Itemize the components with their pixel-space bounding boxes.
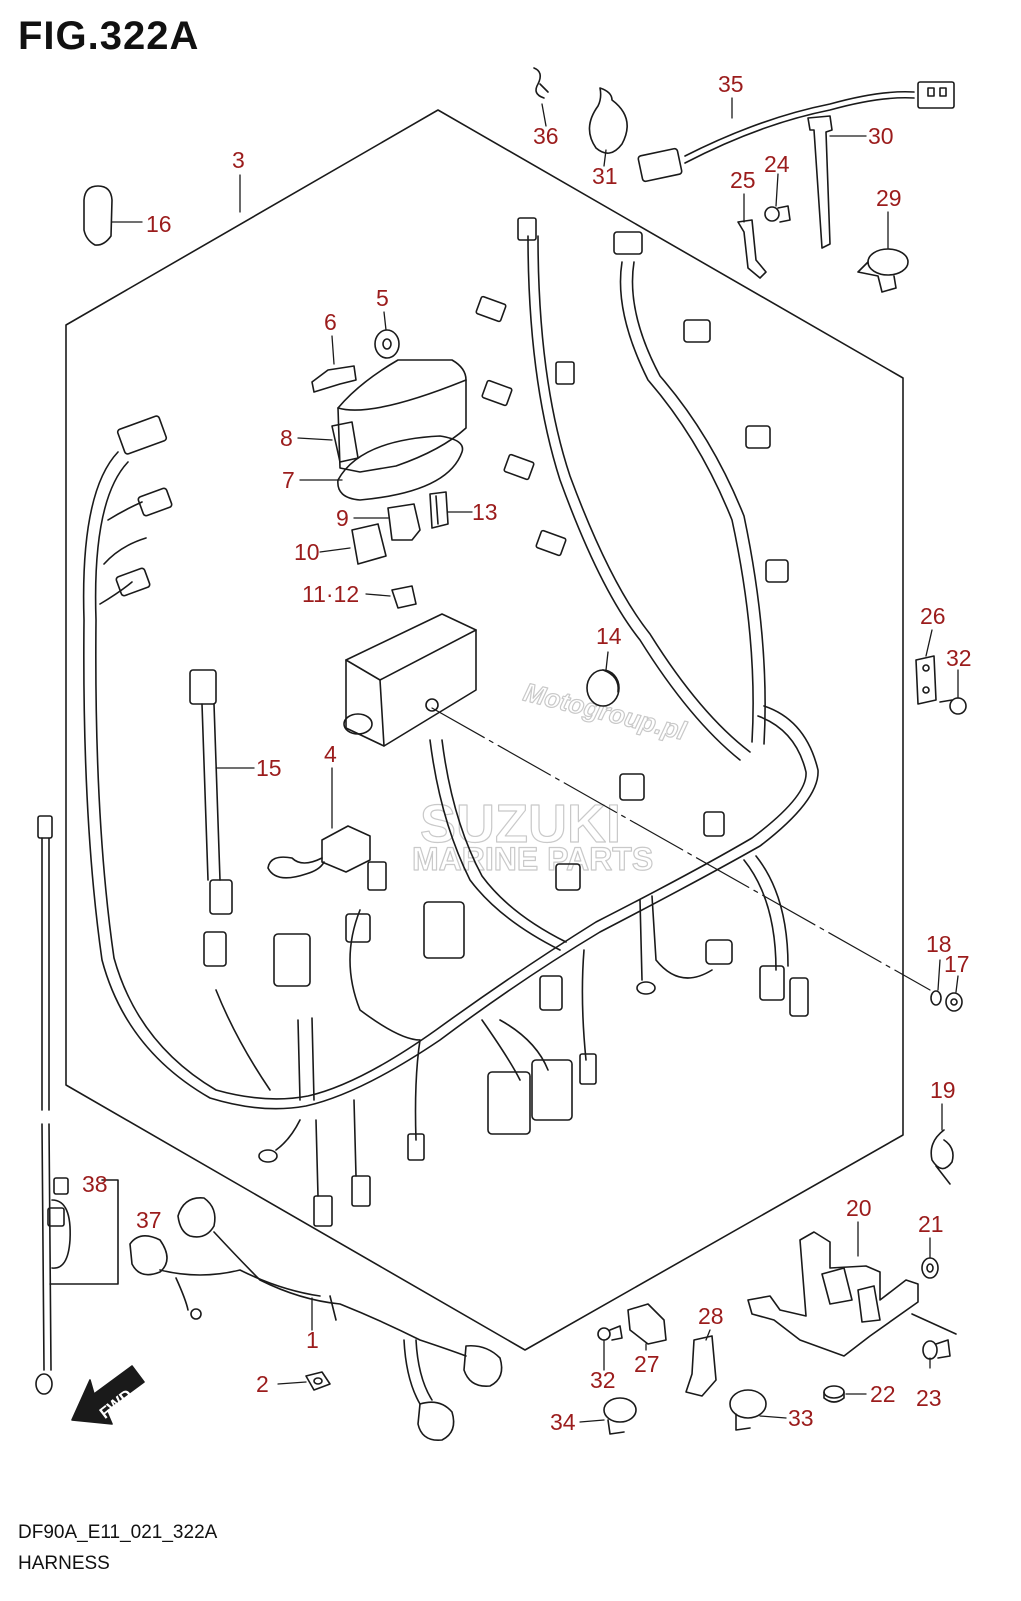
- fuse-11-12: [391, 585, 417, 609]
- svg-text:SUZUKI: SUZUKI: [420, 794, 621, 854]
- callout-19: 19: [930, 1077, 956, 1103]
- callout-28: 28: [698, 1303, 724, 1329]
- callout-4: 4: [324, 741, 337, 767]
- callout-15: 15: [256, 755, 282, 781]
- callout-32-upper: 32: [946, 645, 972, 671]
- callout-3: 3: [232, 147, 245, 173]
- callout-30: 30: [868, 123, 894, 149]
- nut-2: [305, 1371, 331, 1391]
- clamp-34: [603, 1397, 637, 1435]
- callout-29: 29: [876, 185, 902, 211]
- callout-31: 31: [592, 163, 618, 189]
- bolt-32-upper: [939, 697, 967, 715]
- svg-text:MARINE PARTS: MARINE PARTS: [412, 841, 653, 877]
- callout-26: 26: [920, 603, 946, 629]
- clip-19: [930, 1129, 954, 1185]
- callout-34: 34: [550, 1409, 576, 1435]
- screw-23: [922, 1339, 951, 1360]
- callout-10: 10: [294, 539, 320, 565]
- callout-32-lower: 32: [590, 1367, 616, 1393]
- callout-8: 8: [280, 425, 293, 451]
- callout-18: 18: [926, 931, 952, 957]
- relay-box-cover-8: [331, 359, 467, 473]
- callout-17: 17: [944, 951, 970, 977]
- bracket-20: [747, 1231, 957, 1357]
- callout-22: 22: [870, 1381, 896, 1407]
- fuse-box: [343, 613, 477, 747]
- washer-18: [930, 990, 942, 1006]
- callout-37: 37: [136, 1207, 162, 1233]
- callout-9: 9: [336, 505, 349, 531]
- callout-36: 36: [533, 123, 559, 149]
- clamp-29: [857, 248, 909, 293]
- figure-code: DF90A_E11_021_322A: [18, 1522, 218, 1543]
- bracket-28: [685, 1335, 717, 1397]
- callout-35: 35: [718, 71, 744, 97]
- callout-20: 20: [846, 1195, 872, 1221]
- callout-2: 2: [256, 1371, 269, 1397]
- bolt-24: [764, 205, 791, 223]
- clamp-31: [588, 87, 628, 154]
- plate-27: [627, 1303, 667, 1345]
- main-harness-3: [82, 217, 819, 1227]
- callout-13: 13: [472, 499, 498, 525]
- seal-7: [337, 435, 464, 501]
- relay-9: [387, 503, 421, 541]
- callout-5: 5: [376, 285, 389, 311]
- lower-harness-1: [129, 1197, 503, 1441]
- callout-21: 21: [918, 1211, 944, 1237]
- callout-7: 7: [282, 467, 295, 493]
- relay-10: [351, 523, 387, 565]
- bracket-line-37: [49, 1179, 119, 1285]
- fwd-arrow: [71, 1365, 145, 1425]
- nut-17: [945, 992, 963, 1012]
- bolt-32-lower: [597, 1325, 623, 1341]
- reference-line: [431, 707, 931, 991]
- callout-11-12: 11·12: [302, 581, 359, 607]
- callout-27: 27: [634, 1351, 660, 1377]
- callout-16: 16: [146, 211, 172, 237]
- callout-6: 6: [324, 309, 337, 335]
- nut-21: [921, 1257, 939, 1279]
- callout-1: 1: [306, 1327, 319, 1353]
- callout-25: 25: [730, 167, 756, 193]
- grommet-5: [374, 329, 400, 359]
- figure-title: FIG.322A: [18, 14, 200, 58]
- clamp-33: [729, 1389, 767, 1431]
- grommet-14: [586, 669, 620, 707]
- callout-33: 33: [788, 1405, 814, 1431]
- callout-38: 38: [82, 1171, 108, 1197]
- watermark: Motogroup.pl SUZUKI MARINE PARTS: [411, 676, 690, 877]
- sub-harness-35: [637, 81, 955, 183]
- sub-harness-15: [201, 703, 221, 881]
- grommet-22: [823, 1385, 845, 1403]
- figure-name: HARNESS: [18, 1553, 110, 1574]
- callout-14: 14: [596, 623, 622, 649]
- callout-labels: 3 16 36 31 35 30 24 25 29 5 6 8 7 9 13 1…: [82, 71, 972, 1435]
- sensor-4: [267, 825, 371, 879]
- callout-23: 23: [916, 1385, 942, 1411]
- clip-36: [533, 67, 549, 99]
- callout-24: 24: [764, 151, 790, 177]
- svg-text:Motogroup.pl: Motogroup.pl: [521, 677, 690, 746]
- assembly-frame: [65, 109, 904, 1351]
- bracket-26: [915, 655, 937, 705]
- fuse-13: [429, 491, 449, 529]
- clip-6: [311, 365, 357, 393]
- lead-37: [35, 815, 71, 1395]
- cap-16: [83, 185, 113, 246]
- cable-tie-30: [807, 115, 833, 249]
- leader-lines: [111, 97, 959, 1423]
- bracket-25: [737, 219, 767, 279]
